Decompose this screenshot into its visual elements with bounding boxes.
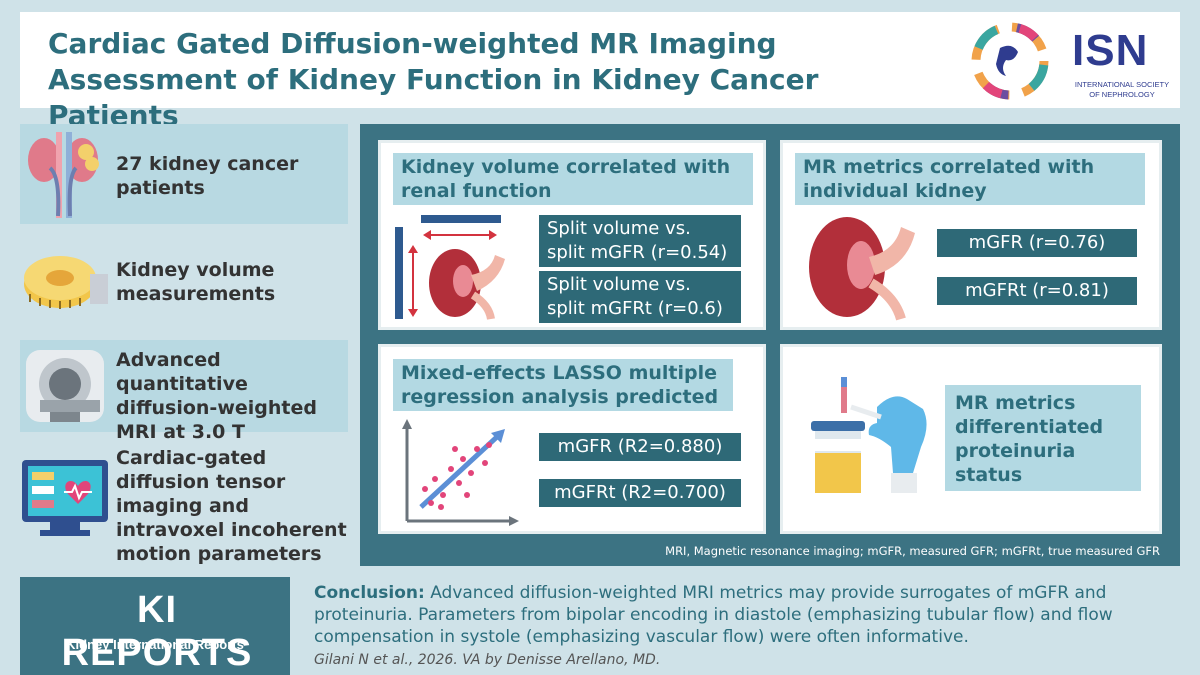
- ki-reports-logo-subtitle: Kidney International Reports: [66, 637, 244, 652]
- left-item-text: Kidney volume measurements: [116, 259, 276, 305]
- stat-lasso-mgfrt: mGFRt (R2=0.700): [539, 479, 741, 507]
- card-proteinuria: MR metrics differentiated proteinuria st…: [780, 344, 1162, 534]
- isn-logo-text: ISN: [1072, 26, 1149, 75]
- card-proteinuria-text: MR metrics differentiated proteinuria st…: [945, 385, 1141, 491]
- scatter-regression-icon: [402, 419, 519, 526]
- left-item-text: Cardiac-gated diffusion tensor imaging a…: [116, 447, 347, 565]
- page-title: Cardiac Gated Diffusion-weighted MR Imag…: [48, 27, 819, 132]
- results-panel: Kidney volume correlated with renal func…: [360, 124, 1180, 566]
- isn-globe-icon: [971, 22, 1049, 100]
- mri-scanner-icon: [26, 350, 104, 422]
- card-lasso: Mixed-effects LASSO multiple regression …: [378, 344, 766, 534]
- ki-reports-logo: KI REPORTS Kidney International Reports: [20, 577, 290, 675]
- conclusion-label: Conclusion:: [314, 583, 425, 603]
- heart-monitor-icon: [22, 460, 108, 536]
- card-metrics: MR metrics correlated with individual ki…: [780, 140, 1162, 330]
- header-bar: Cardiac Gated Diffusion-weighted MR Imag…: [20, 12, 1180, 132]
- abbreviation-footnote: MRI, Magnetic resonance imaging; mGFR, m…: [665, 544, 1160, 558]
- left-item-volume: Kidney volume measurements: [20, 238, 348, 328]
- left-item-patients: 27 kidney cancer patients: [20, 124, 348, 224]
- stat-metrics-mgfrt: mGFRt (r=0.81): [937, 277, 1137, 305]
- left-item-mri: Advanced quantitative diffusion-weighted…: [20, 340, 348, 443]
- kidney-icon: [809, 217, 915, 321]
- tape-measure-icon: [24, 256, 108, 309]
- urine-test-icon: [811, 377, 927, 493]
- stat-metrics-mgfr: mGFR (r=0.76): [937, 229, 1137, 257]
- left-item-text: 27 kidney cancer patients: [116, 153, 299, 199]
- kidney-measure-icon: [395, 215, 505, 320]
- ki-reports-logo-text: KI REPORTS: [61, 589, 253, 674]
- card-volume-title: Kidney volume correlated with renal func…: [393, 153, 753, 205]
- card-metrics-title: MR metrics correlated with individual ki…: [795, 153, 1145, 205]
- left-item-cardiac: Cardiac-gated diffusion tensor imaging a…: [20, 446, 348, 565]
- left-item-text: Advanced quantitative diffusion-weighted…: [116, 349, 317, 443]
- card-lasso-title: Mixed-effects LASSO multiple regression …: [393, 359, 733, 411]
- citation: Gilani N et al., 2026. VA by Denisse Are…: [314, 652, 661, 668]
- conclusion-text: Conclusion: Advanced diffusion-weighted …: [314, 582, 1174, 648]
- card-volume: Kidney volume correlated with renal func…: [378, 140, 766, 330]
- conclusion-body: Advanced diffusion-weighted MRI metrics …: [314, 583, 1113, 647]
- kidney-icon: [28, 132, 99, 218]
- stat-volume-mgfr: Split volume vs. split mGFR (r=0.54): [539, 215, 741, 267]
- stat-volume-mgfrt: Split volume vs. split mGFRt (r=0.6): [539, 271, 741, 323]
- isn-logo-subtitle: INTERNATIONAL SOCIETY OF NEPHROLOGY: [1074, 80, 1170, 99]
- stat-lasso-mgfr: mGFR (R2=0.880): [539, 433, 741, 461]
